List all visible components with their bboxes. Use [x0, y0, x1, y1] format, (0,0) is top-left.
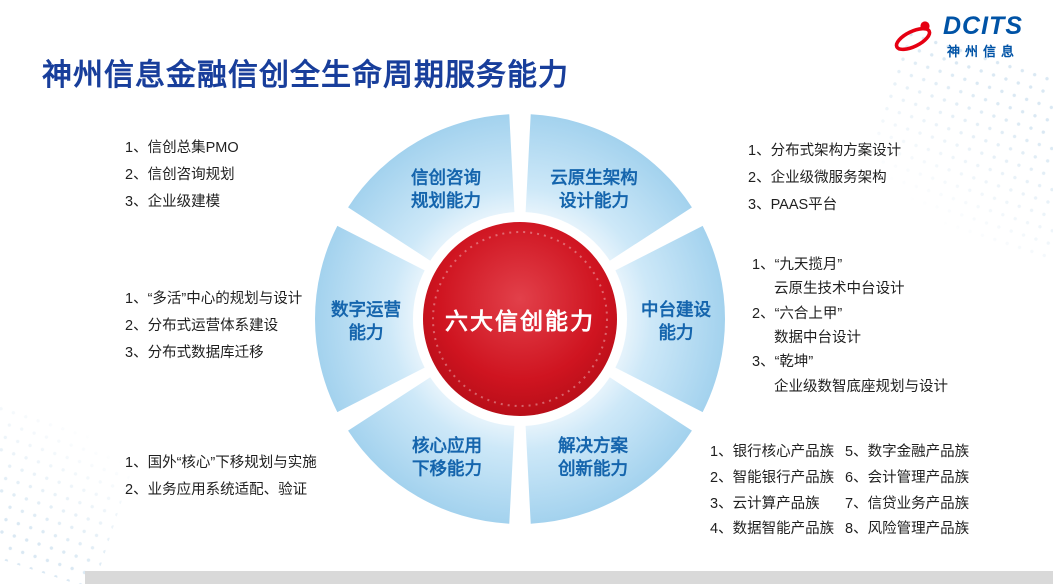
list-consulting: 1、信创总集PMO 2、信创咨询规划 3、企业级建模 — [125, 135, 239, 215]
list-item: 8、风险管理产品族 — [845, 521, 970, 538]
list-item: 2、分布式运营体系建设 — [125, 317, 279, 334]
list-item: 6、会计管理产品族 — [845, 469, 970, 486]
page-title: 神州信息金融信创全生命周期服务能力 — [42, 59, 569, 92]
list-item: 7、信贷业务产品族 — [845, 495, 970, 512]
segment-label-cloud: 云原生架构 设计能力 — [550, 167, 638, 210]
list-item: 2、“六合上甲” — [752, 305, 843, 322]
dcits-logo: DCITS 神州信息 — [890, 14, 1023, 60]
list-item: 1、分布式架构方案设计 — [748, 143, 902, 159]
list-item: 5、数字金融产品族 — [845, 444, 970, 460]
list-item: 3、云计算产品族 — [710, 495, 820, 512]
list-middle-platform: 1、“九天揽月” 云原生技术中台设计 2、“六合上甲” 数据中台设计 3、“乾坤… — [752, 253, 948, 399]
center-circle — [423, 222, 617, 416]
segment-label-solution: 解决方案 创新能力 — [558, 435, 628, 478]
segment-label-core: 核心应用 下移能力 — [412, 435, 482, 478]
list-solutions-column-1: 1、银行核心产品族 2、智能银行产品族 3、云计算产品族 4、数据智能产品族 — [710, 440, 834, 543]
list-item: 3、PAAS平台 — [748, 196, 838, 213]
dot-pattern-bottom-left — [0, 400, 140, 584]
wheel-graphic — [314, 114, 726, 524]
segment-label-consulting: 信创咨询 规划能力 — [411, 167, 481, 210]
segment-arc-core — [348, 377, 515, 524]
capability-wheel: 信创咨询 规划能力 云原生架构 设计能力 中台建设 能力 解决方案 创新能力 核… — [300, 99, 740, 539]
segment-arc-middle — [615, 225, 726, 413]
segment-arc-solution — [525, 377, 692, 524]
list-core-migration: 1、国外“核心”下移规划与实施 2、业务应用系统适配、验证 — [125, 450, 317, 504]
list-item: 1、“九天揽月” — [752, 257, 843, 273]
bottom-divider-bar — [85, 571, 1053, 584]
segment-label-middle: 中台建设 能力 — [641, 299, 711, 342]
wheel-center-label: 六大信创能力 — [445, 308, 595, 334]
logo-text: DCITS 神州信息 — [943, 14, 1023, 60]
list-item: 2、智能银行产品族 — [710, 469, 835, 486]
list-item: 1、“多活”中心的规划与设计 — [125, 291, 303, 307]
logo-swoosh-icon — [894, 21, 932, 52]
center-dotted-ring — [432, 231, 608, 407]
list-subitem: 云原生技术中台设计 — [774, 281, 905, 298]
list-solutions-column-2: 5、数字金融产品族 6、会计管理产品族 7、信贷业务产品族 8、风险管理产品族 — [845, 440, 969, 543]
list-item: 1、信创总集PMO — [125, 140, 239, 156]
list-item: 2、业务应用系统适配、验证 — [125, 481, 308, 498]
logo-company: 神州信息 — [946, 44, 1019, 59]
segment-arc-cloud — [525, 114, 692, 261]
segment-label-digital: 数字运营 能力 — [331, 299, 401, 342]
list-item: 3、企业级建模 — [125, 193, 221, 210]
list-item: 4、数据智能产品族 — [710, 521, 835, 538]
list-item: 2、企业级微服务架构 — [748, 169, 887, 186]
list-item: 2、信创咨询规划 — [125, 166, 235, 183]
list-digital-operations: 1、“多活”中心的规划与设计 2、分布式运营体系建设 3、分布式数据库迁移 — [125, 286, 302, 366]
list-item: 1、银行核心产品族 — [710, 444, 835, 460]
logo-brand: DCITS — [943, 12, 1023, 40]
list-item: 3、“乾坤” — [752, 354, 814, 371]
list-item: 3、分布式数据库迁移 — [125, 344, 264, 361]
list-cloud-native: 1、分布式架构方案设计 2、企业级微服务架构 3、PAAS平台 — [748, 138, 901, 218]
list-subitem: 企业级数智底座规划与设计 — [774, 378, 948, 395]
segment-arc-digital — [314, 225, 425, 413]
list-subitem: 数据中台设计 — [774, 330, 861, 347]
list-item: 1、国外“核心”下移规划与实施 — [125, 455, 317, 471]
segment-arc-consulting — [348, 114, 515, 261]
